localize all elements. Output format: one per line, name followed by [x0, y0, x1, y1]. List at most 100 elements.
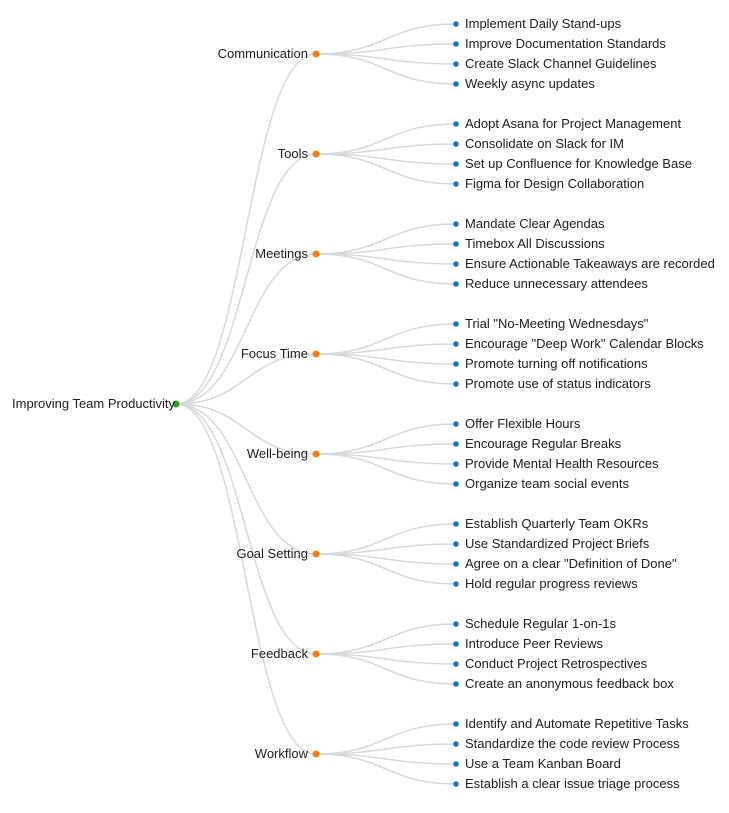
- branch-node-dot[interactable]: [312, 150, 320, 158]
- leaf-node-label: Organize team social events: [465, 476, 630, 491]
- leaf-node-dot[interactable]: [453, 321, 459, 327]
- leaf-node-dot[interactable]: [453, 661, 459, 667]
- leaf-node-dot[interactable]: [453, 141, 459, 147]
- link-branch-to-leaf: [315, 553, 457, 585]
- branch-node-label: Tools: [277, 146, 308, 161]
- leaf-node-label: Set up Confluence for Knowledge Base: [465, 156, 692, 171]
- branch-node-dot[interactable]: [312, 50, 320, 58]
- leaf-node-label: Hold regular progress reviews: [465, 576, 638, 591]
- leaf-node-dot[interactable]: [453, 721, 459, 727]
- link-root-to-branch: [175, 403, 317, 455]
- leaf-node-label: Conduct Project Retrospectives: [465, 656, 648, 671]
- link-branch-to-leaf: [315, 253, 457, 285]
- leaf-node-dot[interactable]: [453, 461, 459, 467]
- branch-node-dot[interactable]: [312, 550, 320, 558]
- leaf-node-label: Ensure Actionable Takeaways are recorded: [465, 256, 715, 271]
- leaf-node-dot[interactable]: [453, 481, 459, 487]
- branch-node-dot[interactable]: [312, 350, 320, 358]
- leaf-node-dot[interactable]: [453, 21, 459, 27]
- link-root-to-branch: [175, 153, 317, 405]
- branch-node-dot[interactable]: [312, 650, 320, 658]
- leaf-node-label: Promote use of status indicators: [465, 376, 651, 391]
- leaf-node-dot[interactable]: [453, 421, 459, 427]
- leaf-node-dot[interactable]: [453, 581, 459, 587]
- leaf-node-label: Improve Documentation Standards: [465, 36, 666, 51]
- leaf-node-label: Weekly async updates: [465, 76, 595, 91]
- link-branch-to-leaf: [315, 653, 457, 685]
- leaf-node-dot[interactable]: [453, 361, 459, 367]
- leaf-node-dot[interactable]: [453, 741, 459, 747]
- branch-node-dot[interactable]: [312, 750, 320, 758]
- branch-node-label: Workflow: [254, 746, 308, 761]
- link-root-to-branch: [175, 253, 317, 405]
- link-branch-to-leaf: [315, 53, 457, 85]
- leaf-node-label: Trial "No-Meeting Wednesdays": [465, 316, 649, 331]
- leaf-node-label: Consolidate on Slack for IM: [465, 136, 624, 151]
- root-node-label: Improving Team Productivity: [12, 396, 176, 411]
- leaf-node-dot[interactable]: [453, 261, 459, 267]
- leaf-node-dot[interactable]: [453, 161, 459, 167]
- branch-node-label: Feedback: [250, 646, 308, 661]
- leaf-node-dot[interactable]: [453, 341, 459, 347]
- leaf-node-dot[interactable]: [453, 81, 459, 87]
- leaf-node-dot[interactable]: [453, 681, 459, 687]
- leaf-node-dot[interactable]: [453, 61, 459, 67]
- leaf-node-label: Adopt Asana for Project Management: [465, 116, 682, 131]
- link-branch-to-leaf: [315, 723, 457, 755]
- root-node-dot[interactable]: [172, 400, 180, 408]
- branch-node-label: Well-being: [246, 446, 308, 461]
- leaf-node-dot[interactable]: [453, 641, 459, 647]
- leaf-node-dot[interactable]: [453, 41, 459, 47]
- link-branch-to-leaf: [315, 623, 457, 655]
- leaf-node-dot[interactable]: [453, 441, 459, 447]
- link-branch-to-leaf: [315, 523, 457, 555]
- leaf-node-label: Schedule Regular 1-on-1s: [465, 616, 617, 631]
- branch-node-label: Goal Setting: [236, 546, 308, 561]
- leaf-node-dot[interactable]: [453, 621, 459, 627]
- leaf-node-label: Implement Daily Stand-ups: [465, 16, 622, 31]
- link-branch-to-leaf: [315, 323, 457, 355]
- leaf-node-dot[interactable]: [453, 241, 459, 247]
- link-branch-to-leaf: [315, 243, 457, 255]
- leaf-node-dot[interactable]: [453, 221, 459, 227]
- branch-node-label: Meetings: [255, 246, 308, 261]
- branch-node-dot[interactable]: [312, 450, 320, 458]
- leaf-node-dot[interactable]: [453, 561, 459, 567]
- leaf-node-label: Timebox All Discussions: [465, 236, 605, 251]
- branch-node-dot[interactable]: [312, 250, 320, 258]
- leaf-node-label: Provide Mental Health Resources: [465, 456, 659, 471]
- leaf-node-dot[interactable]: [453, 281, 459, 287]
- link-branch-to-leaf: [315, 453, 457, 485]
- leaf-node-label: Use a Team Kanban Board: [465, 756, 621, 771]
- leaf-node-label: Offer Flexible Hours: [465, 416, 581, 431]
- leaf-node-dot[interactable]: [453, 121, 459, 127]
- link-branch-to-leaf: [315, 443, 457, 455]
- link-branch-to-leaf: [315, 743, 457, 755]
- leaf-node-dot[interactable]: [453, 521, 459, 527]
- leaf-node-dot[interactable]: [453, 181, 459, 187]
- leaf-node-dot[interactable]: [453, 381, 459, 387]
- leaf-node-dot[interactable]: [453, 761, 459, 767]
- branch-node-label: Focus Time: [240, 346, 308, 361]
- leaf-node-label: Standardize the code review Process: [465, 736, 680, 751]
- leaf-node-label: Use Standardized Project Briefs: [465, 536, 650, 551]
- link-root-to-branch: [175, 53, 317, 405]
- link-branch-to-leaf: [315, 43, 457, 55]
- link-branch-to-leaf: [315, 353, 457, 385]
- leaf-node-label: Encourage Regular Breaks: [465, 436, 622, 451]
- leaf-node-label: Agree on a clear "Definition of Done": [465, 556, 677, 571]
- link-root-to-branch: [175, 403, 317, 655]
- link-branch-to-leaf: [315, 753, 457, 785]
- leaf-node-dot[interactable]: [453, 781, 459, 787]
- link-branch-to-leaf: [315, 643, 457, 655]
- link-root-to-branch: [175, 403, 317, 755]
- link-branch-to-leaf: [315, 423, 457, 455]
- leaf-node-dot[interactable]: [453, 541, 459, 547]
- link-branch-to-leaf: [315, 543, 457, 555]
- link-root-to-branch: [175, 403, 317, 555]
- leaf-node-label: Establish a clear issue triage process: [465, 776, 680, 791]
- leaf-node-label: Promote turning off notifications: [465, 356, 648, 371]
- leaf-node-label: Mandate Clear Agendas: [465, 216, 605, 231]
